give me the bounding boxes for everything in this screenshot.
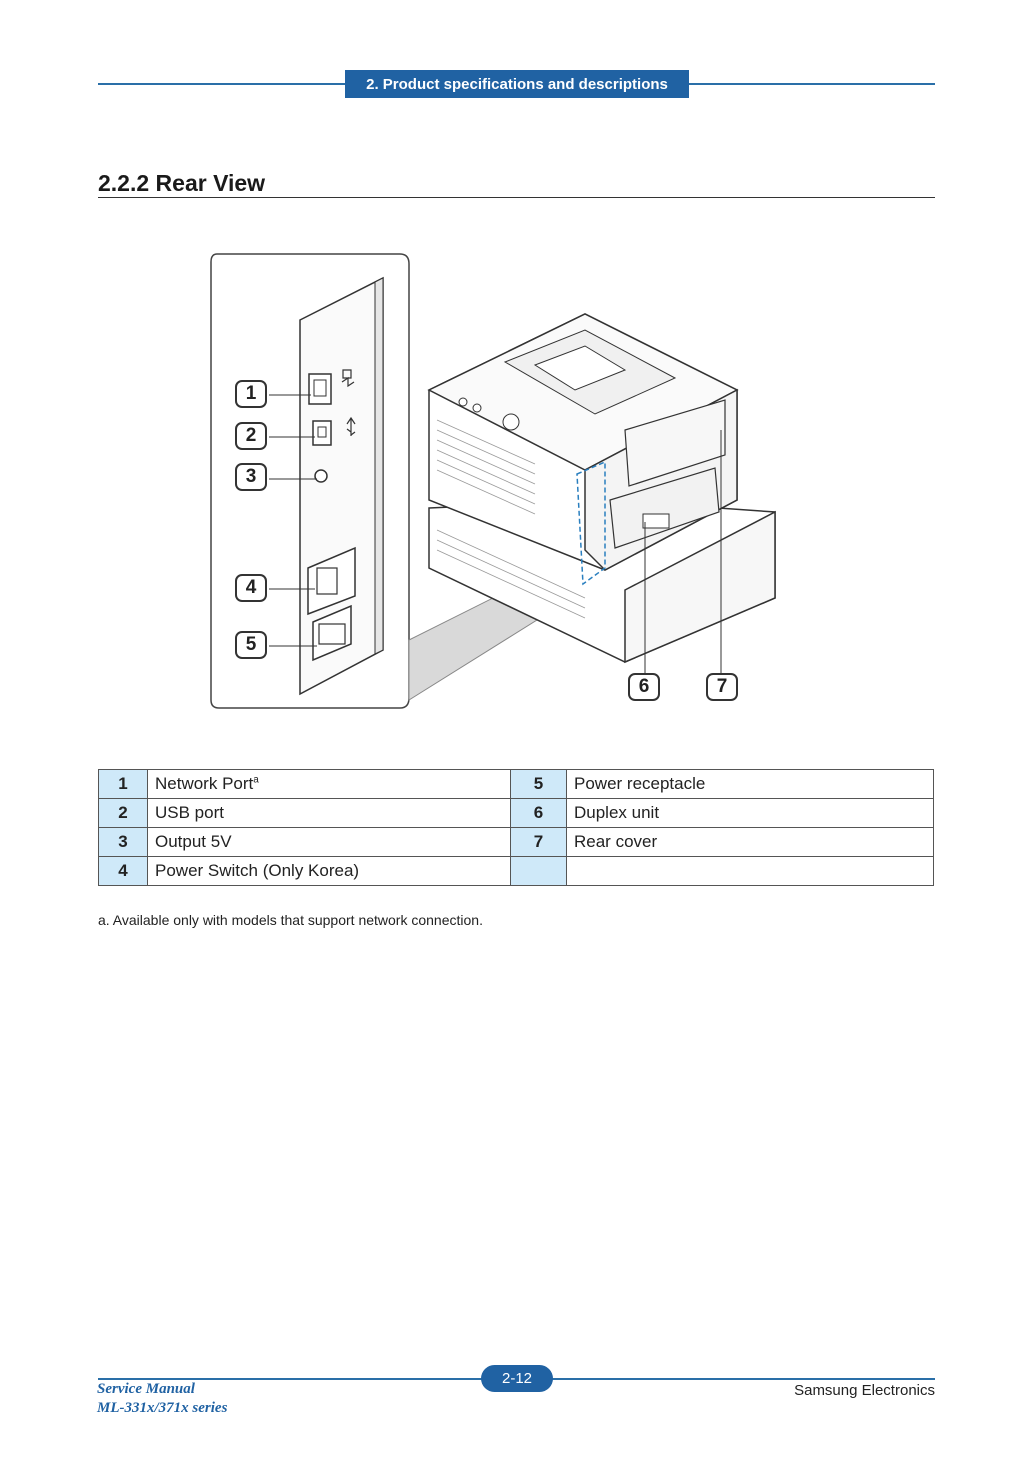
- manual-title-line2: ML-331x/371x series: [97, 1400, 228, 1416]
- part-label: Power receptacle: [566, 769, 934, 799]
- footnote: a. Available only with models that suppo…: [98, 912, 483, 928]
- parts-table: 1 Network Porta 5 Power receptacle 2 USB…: [98, 769, 934, 886]
- callout-5: 5: [235, 631, 267, 659]
- section-tab: 2. Product specifications and descriptio…: [345, 70, 689, 98]
- usb-port-icon: [312, 420, 332, 446]
- network-symbol-icon: [341, 369, 355, 388]
- network-port-icon: [308, 373, 332, 405]
- table-row: 4 Power Switch (Only Korea): [98, 856, 934, 886]
- part-label: USB port: [147, 798, 511, 828]
- callout-1: 1: [235, 380, 267, 408]
- part-label: Duplex unit: [566, 798, 934, 828]
- part-label: Rear cover: [566, 827, 934, 857]
- footnote-marker: a: [253, 774, 259, 786]
- table-row: 2 USB port 6 Duplex unit: [98, 798, 934, 828]
- part-number: 7: [510, 827, 567, 857]
- part-label: Output 5V: [147, 827, 511, 857]
- manual-title-line1: Service Manual: [97, 1381, 195, 1397]
- rear-view-figure: 1 2 3 4 5 6 7: [205, 250, 805, 720]
- part-number: 3: [98, 827, 148, 857]
- title-rule: [98, 197, 935, 198]
- callout-3: 3: [235, 463, 267, 491]
- manual-title: Service Manual ML-331x/371x series: [97, 1380, 227, 1418]
- output-5v-icon: [314, 469, 328, 483]
- part-label: Network Porta: [147, 769, 511, 799]
- part-number: 4: [98, 856, 148, 886]
- callout-4: 4: [235, 574, 267, 602]
- part-number: 6: [510, 798, 567, 828]
- company-name: Samsung Electronics: [794, 1382, 935, 1399]
- power-receptacle-icon: [312, 604, 352, 662]
- callout-7: 7: [706, 673, 738, 701]
- callout-2: 2: [235, 422, 267, 450]
- printer-body: [427, 313, 776, 664]
- page-number: 2-12: [481, 1365, 553, 1392]
- table-row: 3 Output 5V 7 Rear cover: [98, 827, 934, 857]
- part-number: 1: [98, 769, 148, 799]
- part-label: [566, 856, 934, 886]
- part-number: 2: [98, 798, 148, 828]
- printer-illustration: [210, 253, 776, 709]
- usb-symbol-icon: [346, 416, 356, 436]
- part-number: [510, 856, 567, 886]
- part-number: 5: [510, 769, 567, 799]
- page-title: 2.2.2 Rear View: [98, 170, 266, 196]
- part-label: Power Switch (Only Korea): [147, 856, 511, 886]
- table-row: 1 Network Porta 5 Power receptacle: [98, 769, 934, 799]
- callout-6: 6: [628, 673, 660, 701]
